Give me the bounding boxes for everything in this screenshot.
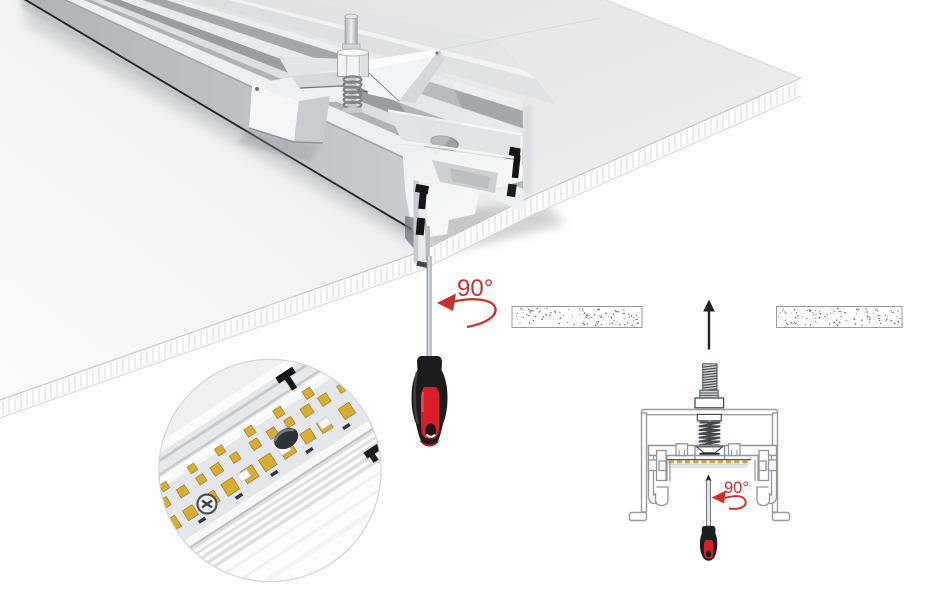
svg-text:90°: 90° <box>457 275 493 302</box>
svg-text:90°: 90° <box>724 479 749 497</box>
